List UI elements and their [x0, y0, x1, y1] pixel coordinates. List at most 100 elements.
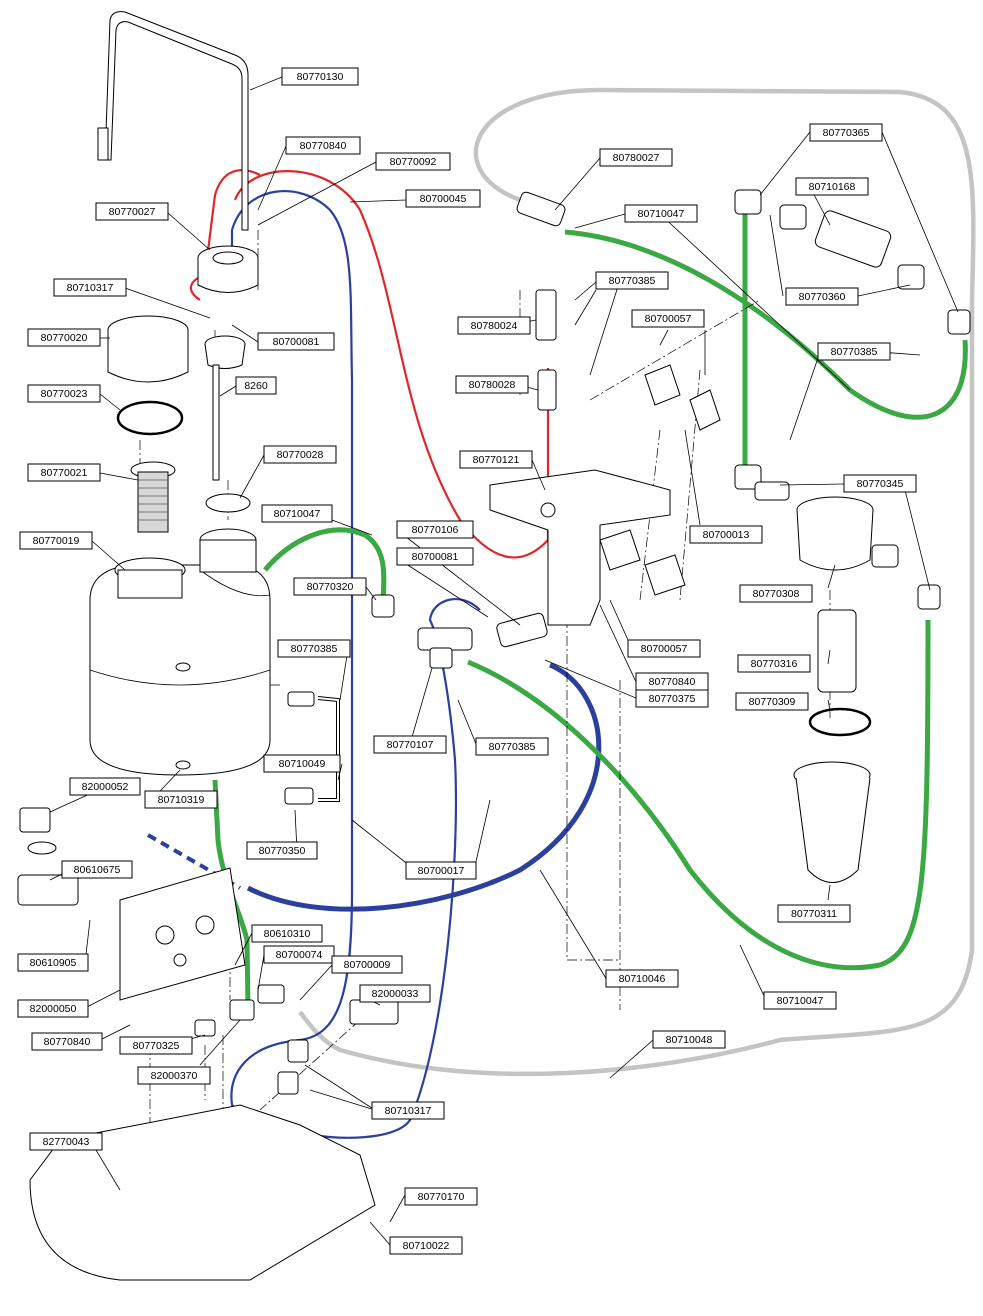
part-label: 80770092 [375, 152, 451, 171]
svg-text:80700057: 80700057 [641, 643, 688, 655]
svg-text:80780024: 80780024 [471, 320, 518, 332]
svg-text:80770019: 80770019 [33, 535, 80, 547]
mesh-filter [130, 461, 176, 533]
part-label: 80780024 [457, 316, 531, 335]
svg-text:80710047: 80710047 [638, 208, 685, 220]
svg-text:80770121: 80770121 [473, 454, 520, 466]
svg-text:80700081: 80700081 [273, 336, 320, 348]
svg-text:80710049: 80710049 [279, 758, 326, 770]
tank-cap [107, 315, 189, 383]
part-label: 82000033 [359, 984, 431, 1003]
part-label: 80770308 [739, 584, 813, 603]
parts [17, 11, 971, 1281]
mounting-plate [119, 867, 246, 1001]
svg-text:80770360: 80770360 [799, 291, 846, 303]
part-label: 80770385 [277, 639, 351, 658]
drip-tray [29, 1104, 376, 1281]
svg-text:80710168: 80710168 [809, 181, 856, 193]
svg-text:80700017: 80700017 [418, 865, 465, 877]
part-label: 80710319 [144, 790, 218, 809]
part-label: 80700017 [405, 861, 477, 880]
part-label: 80770316 [737, 654, 811, 673]
part-label: 80610905 [17, 953, 89, 972]
fitting [284, 787, 314, 805]
green-tube-tank [263, 527, 387, 601]
clips [599, 364, 721, 596]
level-sensor [204, 335, 246, 481]
svg-text:80710048: 80710048 [666, 1034, 713, 1046]
svg-text:80770092: 80770092 [390, 156, 437, 168]
bracket [489, 469, 671, 626]
red-tube-long [233, 170, 550, 559]
blue-tube-thick [246, 662, 602, 912]
svg-text:80770840: 80770840 [300, 140, 347, 152]
part-label: 80710046 [605, 969, 679, 988]
svg-text:80770840: 80770840 [44, 1036, 91, 1048]
svg-text:80770375: 80770375 [649, 693, 696, 705]
svg-text:80770020: 80770020 [41, 332, 88, 344]
svg-text:80770106: 80770106 [412, 524, 459, 536]
svg-text:80700074: 80700074 [276, 949, 323, 961]
svg-text:80780027: 80780027 [613, 152, 660, 164]
svg-text:80710319: 80710319 [158, 794, 205, 806]
tee-connector [417, 627, 473, 669]
part-label: 80770021 [27, 463, 101, 482]
part-label: 80770311 [777, 904, 851, 923]
svg-text:80770365: 80770365 [823, 127, 870, 139]
svg-text:80610310: 80610310 [264, 928, 311, 940]
svg-text:80710047: 80710047 [274, 508, 321, 520]
part-label: 80780027 [599, 148, 673, 167]
svg-text:80700045: 80700045 [420, 193, 467, 205]
svg-text:80770107: 80770107 [387, 739, 434, 751]
solenoid-valve [17, 807, 79, 906]
svg-text:82000033: 82000033 [372, 988, 419, 1000]
svg-text:80770320: 80770320 [307, 581, 354, 593]
svg-text:80770345: 80770345 [857, 478, 904, 490]
switch [349, 999, 399, 1025]
svg-text:80770385: 80770385 [831, 346, 878, 358]
part-label: 80780028 [455, 375, 529, 394]
part-label: 80770375 [635, 689, 709, 708]
part-label: 80770385 [595, 271, 669, 290]
part-label: 80770325 [119, 1036, 193, 1055]
part-label: 80710168 [795, 177, 869, 196]
part-label: 80710047 [763, 991, 837, 1010]
part-label: 80710022 [389, 1236, 463, 1255]
part-label: 80770350 [246, 841, 318, 860]
part-label: 80700074 [263, 945, 335, 964]
svg-text:80780028: 80780028 [469, 379, 516, 391]
svg-text:80700009: 80700009 [344, 959, 391, 971]
blue-tube-upper [230, 190, 481, 1139]
svg-text:80770840: 80770840 [649, 676, 696, 688]
part-label: 80770106 [396, 520, 474, 539]
part-label: 80770107 [373, 735, 447, 754]
part-label: 80700013 [689, 525, 763, 544]
filter-bowl [793, 761, 871, 883]
svg-text:80770023: 80770023 [41, 388, 88, 400]
svg-text:80770325: 80770325 [133, 1040, 180, 1052]
part-label: 80770170 [404, 1187, 478, 1206]
part-label: 80770309 [735, 692, 809, 711]
svg-text:80770308: 80770308 [753, 588, 800, 600]
svg-text:80770385: 80770385 [489, 741, 536, 753]
part-label: 80770840 [635, 672, 709, 691]
svg-text:80770021: 80770021 [41, 467, 88, 479]
part-label: 80770365 [809, 123, 883, 142]
svg-text:80770309: 80770309 [749, 696, 796, 708]
green-tube-top-right [564, 229, 968, 420]
svg-text:80770130: 80770130 [297, 71, 344, 83]
tee-top [516, 191, 566, 227]
part-label: 82000370 [137, 1066, 211, 1085]
part-label: 80770020 [27, 328, 101, 347]
part-label: 80700057 [627, 639, 701, 658]
frame-bar [104, 11, 249, 231]
part-label: 80710317 [371, 1101, 445, 1120]
fitting [287, 691, 315, 707]
part-label: 80710047 [624, 204, 698, 223]
part-label: 80610675 [61, 860, 133, 879]
filter-168 [814, 210, 892, 268]
tubing [147, 87, 976, 1139]
svg-text:80770385: 80770385 [291, 643, 338, 655]
part-label: 80770345 [843, 474, 917, 493]
